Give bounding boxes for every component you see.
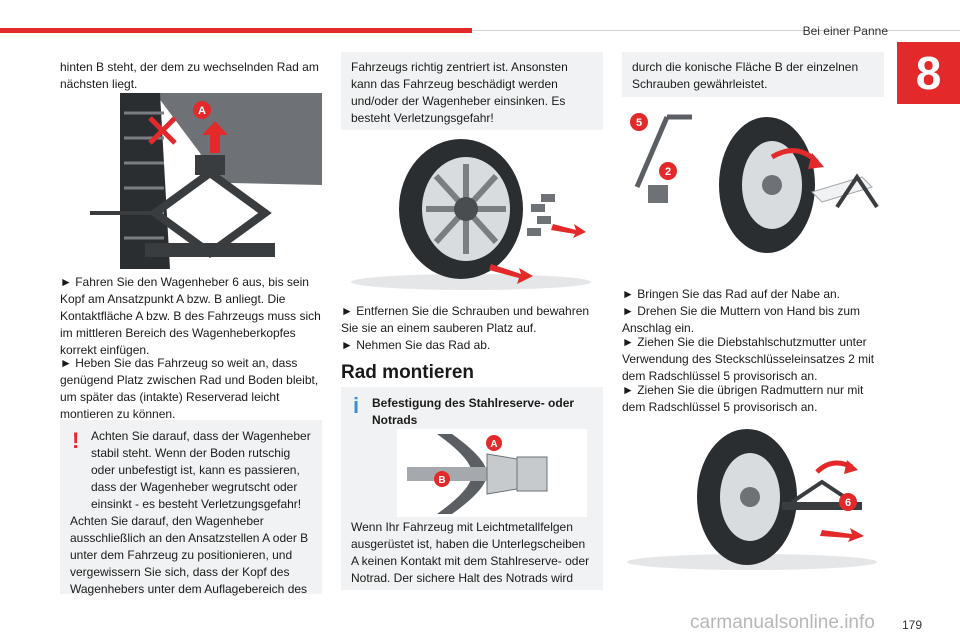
step-remove-wheel: ► Nehmen Sie das Rad ab. (341, 338, 491, 352)
warning-box-continued: Fahrzeugs richtig zentriert ist. Ansonst… (341, 52, 603, 130)
label-a-badge (486, 435, 502, 451)
label-b-badge (434, 471, 450, 487)
bolt-cone (486, 453, 518, 495)
warning-text-2: Achten Sie darauf, den Wagenheber aussch… (70, 514, 309, 596)
label-a: A (490, 439, 497, 450)
wheel-mount-illustration: 5 2 (622, 107, 884, 257)
info-text: Wenn Ihr Fahrzeug mit Leichtmetallfelgen… (351, 520, 590, 585)
label-2: 2 (665, 166, 671, 178)
bolt-washer-illustration: A B (397, 429, 587, 517)
step-mount-wheel: ► Bringen Sie das Rad auf der Nabe an. (622, 287, 841, 301)
arrow-down-right-icon (820, 528, 864, 542)
warning-text-cont: Fahrzeugs richtig zentriert ist. Ansonst… (351, 60, 568, 125)
info-icon: i (353, 393, 360, 418)
info-box-continued: durch die konische Fläche B der einzelne… (622, 52, 884, 97)
jack-head (195, 155, 225, 175)
label-5: 5 (636, 117, 642, 129)
socket-adapter (648, 185, 668, 203)
section-heading: Rad montieren (341, 362, 475, 383)
lug-bolts (527, 194, 555, 236)
info-title: Befestigung des Stahlreserve- oder Notra… (372, 396, 575, 427)
label-a-badge (193, 101, 211, 119)
warning-text-1: Achten Sie darauf, dass der Wagenheber s… (91, 429, 311, 511)
wheel-removal-illustration (341, 134, 603, 294)
label-a: A (198, 105, 206, 117)
warning-icon: ! (72, 428, 80, 453)
jack-illustration: A (60, 93, 322, 269)
step-remove-bolts: ► Entfernen Sie die Schrauben und bewahr… (341, 304, 590, 335)
bolt-head (516, 456, 548, 492)
jack-base (145, 243, 275, 257)
intro-text: hinten B steht, der dem zu wechselnden R… (60, 60, 319, 91)
arrow-down-right-icon (489, 264, 533, 284)
jack-shape (835, 173, 879, 209)
page-number: 179 (901, 618, 922, 632)
info-box: i Befestigung des Stahlreserve- oder Not… (341, 387, 603, 590)
info-text-cont: durch die konische Fläche B der einzelne… (632, 60, 859, 91)
section-title: Bei einer Panne (802, 24, 888, 38)
step-raise-vehicle: ► Heben Sie das Fahrzeug so weit an, das… (60, 356, 319, 421)
jack-scissor (148, 168, 272, 258)
hand-shape (811, 176, 873, 203)
wheel-brace-tool (634, 116, 670, 188)
warning-box: ! Achten Sie darauf, dass der Wagenheber… (60, 420, 322, 596)
step-hand-tighten: ► Drehen Sie die Muttern von Hand bis zu… (622, 304, 860, 335)
cross-mark-icon (148, 116, 177, 145)
wheel-lower-illustration: 6 (622, 422, 884, 572)
chapter-badge: 8 (897, 42, 960, 104)
label-5-badge (630, 113, 648, 131)
step-tighten-others: ► Ziehen Sie die übrigen Radmuttern nur … (622, 383, 864, 414)
header-red-bar (0, 28, 472, 33)
header-rule (472, 30, 960, 31)
label-2-badge (659, 162, 677, 180)
arrow-up-icon (202, 121, 228, 153)
label-6-badge (839, 493, 857, 511)
rim-section (437, 434, 487, 514)
arrow-right-icon (551, 224, 586, 238)
label-6: 6 (845, 497, 851, 509)
watermark: carmanualsonline.info (690, 612, 875, 633)
step-extend-jack: ► Fahren Sie den Wagenheber 6 aus, bis s… (60, 275, 321, 357)
label-b: B (438, 475, 445, 486)
step-antitheft-nut: ► Ziehen Sie die Diebstahlschutzmutter u… (622, 335, 875, 383)
